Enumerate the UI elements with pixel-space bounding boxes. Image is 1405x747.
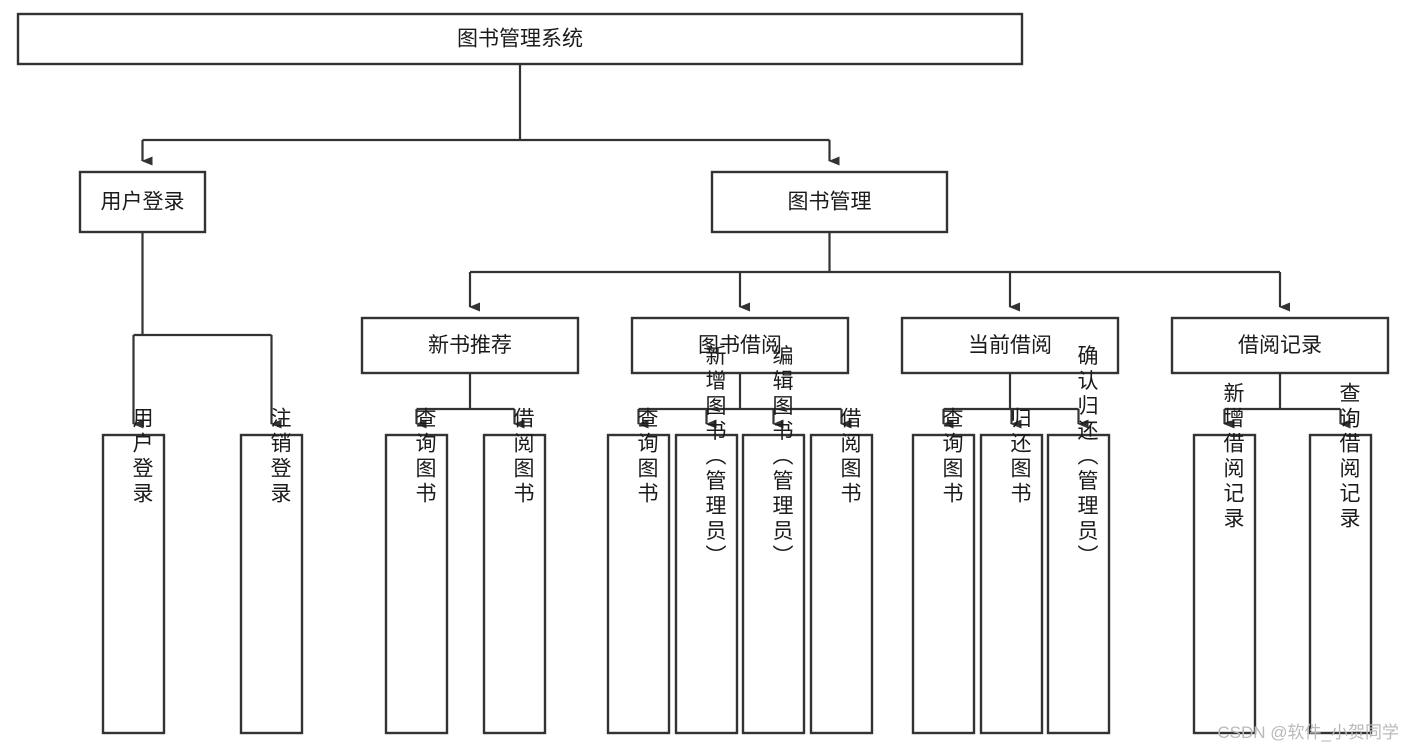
connector-group [141,64,840,166]
node-root[interactable]: 图书管理系统 [16,12,1024,66]
node-box[interactable] [741,433,806,735]
node-leaf-0[interactable]: 用户登录 [101,407,166,735]
connector-group [415,373,525,429]
node-leaf-6[interactable]: 编辑图书（管理员） [741,345,806,735]
node-label: 查询借阅记录 [1337,382,1361,532]
node-box[interactable] [606,433,671,735]
node-box[interactable] [1192,433,1257,735]
node-box[interactable] [1046,433,1111,735]
connector-group [637,373,852,429]
connector-group [468,232,1290,312]
node-box[interactable] [900,316,1120,375]
node-box[interactable] [384,433,449,735]
node-box[interactable] [674,433,739,735]
node-level2-0[interactable]: 用户登录 [78,170,207,234]
node-box[interactable] [101,433,166,735]
node-label: 用户登录 [130,407,154,507]
node-level3-0[interactable]: 新书推荐 [360,316,580,375]
node-box[interactable] [979,433,1044,735]
node-box[interactable] [1170,316,1390,375]
node-label: 归还图书 [1008,407,1032,507]
node-label: 图书管理系统 [457,28,583,51]
node-label: 注销登录 [268,407,292,507]
node-leaf-12[interactable]: 查询借阅记录 [1308,382,1373,735]
node-level2-1[interactable]: 图书管理 [710,170,949,234]
node-level3-3[interactable]: 借阅记录 [1170,316,1390,375]
node-leaf-7[interactable]: 借阅图书 [809,407,874,735]
node-label: 新增借阅记录 [1221,382,1245,532]
node-label: 当前借阅 [968,334,1052,357]
node-label: 图书借阅 [698,334,782,357]
node-label: 借阅图书 [511,407,535,507]
connector-group [1223,373,1351,429]
node-label: 查询图书 [413,407,437,507]
node-leaf-2[interactable]: 查询图书 [384,407,449,735]
watermark-text: CSDN @软件_小贺同学 [1217,723,1399,742]
node-leaf-11[interactable]: 新增借阅记录 [1192,382,1257,735]
node-label: 图书管理 [788,191,872,214]
node-label: 确认归还（管理员） [1075,345,1099,570]
node-label: 查询图书 [635,407,659,507]
node-label: 借阅记录 [1238,334,1322,357]
node-level3-2[interactable]: 当前借阅 [900,316,1120,375]
node-leaf-3[interactable]: 借阅图书 [482,407,547,735]
node-leaf-8[interactable]: 查询图书 [911,407,976,735]
node-box[interactable] [630,316,850,375]
node-leaf-9[interactable]: 归还图书 [979,407,1044,735]
node-boxes: 图书管理系统用户登录图书管理新书推荐图书借阅当前借阅借阅记录用户登录注销登录查询… [16,12,1390,735]
node-box[interactable] [482,433,547,735]
node-label: 编辑图书（管理员） [770,345,794,570]
node-leaf-4[interactable]: 查询图书 [606,407,671,735]
connector-group [132,232,282,429]
node-box[interactable] [809,433,874,735]
node-label: 新增图书（管理员） [703,345,727,570]
node-box[interactable] [360,316,580,375]
node-box[interactable] [78,170,207,234]
connector-lines [132,64,1351,429]
node-box[interactable] [710,170,949,234]
node-box[interactable] [911,433,976,735]
node-label: 用户登录 [101,191,185,214]
node-box[interactable] [1308,433,1373,735]
node-leaf-10[interactable]: 确认归还（管理员） [1046,345,1111,735]
node-leaf-1[interactable]: 注销登录 [239,407,304,735]
node-label: 新书推荐 [428,334,512,357]
node-level3-1[interactable]: 图书借阅 [630,316,850,375]
node-box[interactable] [16,12,1024,66]
node-label: 查询图书 [940,407,964,507]
node-label: 借阅图书 [838,407,862,507]
node-leaf-5[interactable]: 新增图书（管理员） [674,345,739,735]
connector-group [942,373,1089,429]
node-box[interactable] [239,433,304,735]
